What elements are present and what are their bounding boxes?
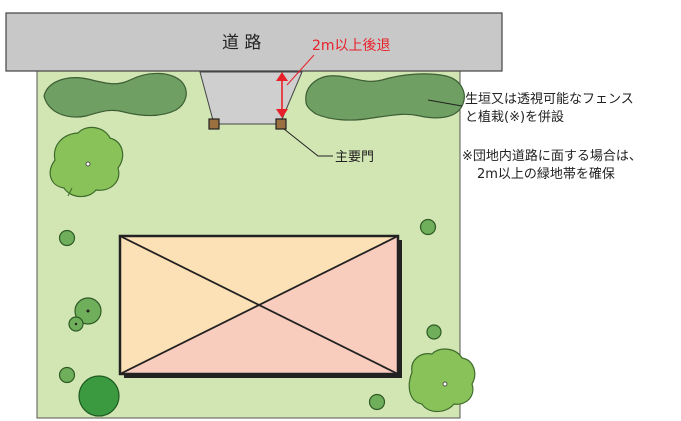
gate-leader-line — [283, 128, 333, 157]
note-line2: 2m以上の緑地帯を確保 — [477, 167, 615, 182]
setback-label: 2m以上後退 — [312, 38, 391, 54]
note-line1: ※団地内道路に面する場合は、 — [462, 149, 642, 164]
tree-large-upper-left — [49, 126, 124, 198]
gate-post-left — [208, 118, 220, 130]
hedge-right — [305, 73, 465, 121]
tree-small-3 — [426, 324, 442, 340]
setback-arrow-head-down — [276, 109, 288, 118]
tree-small-2 — [419, 218, 437, 236]
setback-arrow-head-up — [276, 72, 288, 81]
gate-label: 主要門 — [335, 150, 374, 165]
setback-leader-line — [286, 54, 315, 86]
hedge-left — [43, 72, 187, 118]
hedge-note-line1: 生垣又は透視可能なフェンス — [465, 92, 634, 107]
road — [5, 12, 503, 72]
tree-large-lower-right — [408, 348, 476, 413]
hedge-note-line2: と植栽(※)を併設 — [465, 110, 565, 125]
building — [118, 234, 402, 378]
road-label: 道 路 — [222, 33, 261, 53]
hedge-leader-line — [427, 99, 463, 107]
tree-small-4 — [58, 366, 76, 384]
tree-small-5 — [368, 393, 386, 411]
gate-post-right — [275, 118, 287, 130]
tree-dark-lower-left — [78, 375, 120, 417]
tree-small-1 — [58, 229, 76, 247]
tree-cluster-left — [68, 297, 102, 332]
